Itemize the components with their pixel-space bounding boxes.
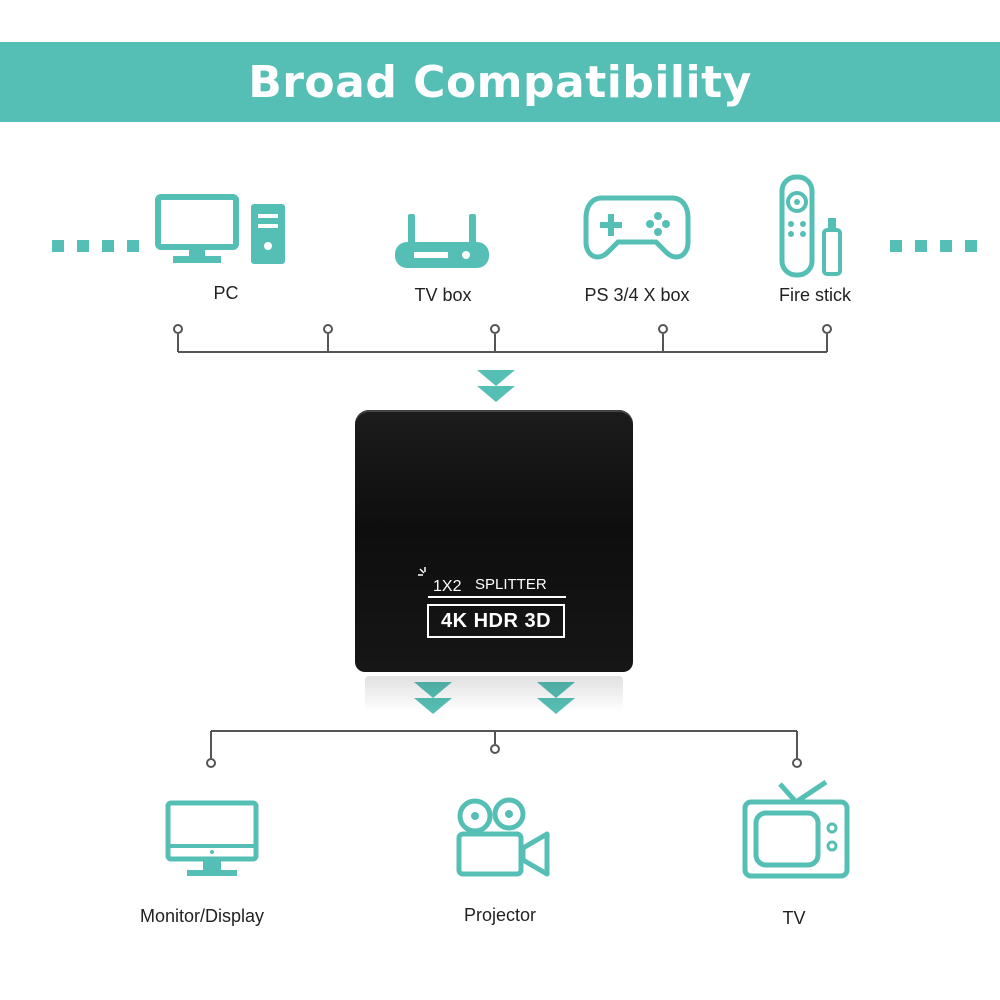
output-label-tv: TV [782, 908, 806, 928]
ellipsis-left-icon [52, 240, 139, 252]
device-reflection [365, 676, 623, 712]
down-arrow-icon [477, 370, 515, 402]
device-model-number: 1X2 [433, 578, 462, 595]
output-label-monitor: Monitor/Display [139, 906, 265, 926]
page-title: Broad Compatibility [248, 56, 752, 108]
tv-icon [742, 780, 850, 879]
fire-stick-remote-icon [779, 174, 842, 278]
gamepad-icon [583, 195, 691, 260]
device-splitter-label: SPLITTER [475, 576, 547, 593]
title-banner: Broad Compatibility [0, 42, 1000, 122]
projector-icon [456, 797, 550, 877]
hdmi-splitter-device [355, 410, 633, 672]
input-label-fire-stick: Fire stick [779, 285, 851, 305]
input-label-tv-box: TV box [414, 285, 472, 305]
output-label-projector: Projector [463, 905, 537, 925]
down-arrow-right-icon [537, 682, 575, 714]
device-spec-badge: 4K HDR 3D [427, 604, 565, 638]
input-label-gaming: PS 3/4 X box [584, 285, 690, 305]
ellipsis-right-icon [890, 240, 977, 252]
router-icon [395, 214, 489, 268]
monitor-icon [165, 800, 259, 876]
device-divider [428, 596, 566, 598]
input-label-pc: PC [213, 283, 239, 303]
sparkle-icon [418, 567, 426, 576]
pc-icon [155, 194, 285, 264]
down-arrow-left-icon [414, 682, 452, 714]
